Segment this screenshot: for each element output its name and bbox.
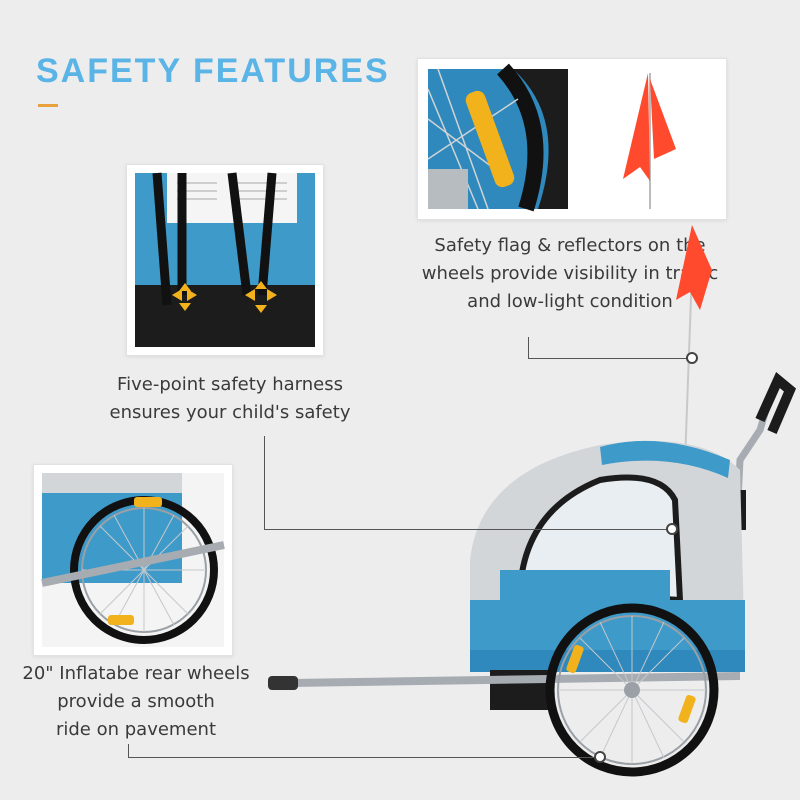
flag-callout-line (528, 337, 529, 359)
reflector-icon (566, 644, 584, 674)
title-accent-bar (38, 104, 58, 107)
safety-flag-icon (676, 225, 712, 310)
page-title: SAFETY FEATURES (36, 52, 390, 90)
caption-line: Safety flag & reflectors on the (434, 235, 706, 256)
flag-callout-line (528, 358, 688, 359)
harness-inset (126, 164, 324, 356)
caption-line: ensures your child's safety (109, 402, 351, 423)
wheels-callout-line (128, 744, 129, 758)
safety-flag-closeup (578, 69, 718, 209)
reflector-icon (465, 90, 515, 188)
harness-caption: Five-point safety harness ensures your c… (95, 371, 365, 427)
wheels-caption: 20" Inflatabe rear wheels provide a smoo… (18, 660, 254, 744)
harness-straps (152, 172, 277, 306)
harness-callout-line (264, 529, 668, 530)
caption-line: Five-point safety harness (117, 374, 343, 395)
caption-line: provide a smooth (57, 691, 215, 712)
caption-line: and low-light condition (467, 291, 673, 312)
trailer-body (470, 440, 745, 710)
callout-dot-icon (594, 751, 606, 763)
safety-flag-icon (623, 73, 676, 181)
caption-line: ride on pavement (55, 719, 217, 740)
caption-line: wheels provide visibility in traffic (421, 263, 719, 284)
wheel-closeup (427, 63, 568, 212)
rear-wheel (545, 603, 719, 777)
harness-callout-line (264, 436, 265, 530)
harness-arrow-icon (172, 281, 277, 313)
reflector-icon (108, 615, 134, 625)
reflector-flag-inset (417, 58, 727, 220)
callout-dot-icon (666, 523, 678, 535)
callout-dot-icon (686, 352, 698, 364)
reflector-icon (134, 497, 162, 507)
flag-caption: Safety flag & reflectors on the wheels p… (405, 232, 735, 316)
wheels-callout-line (128, 757, 596, 758)
wheel-inset (33, 464, 233, 656)
reflector-icon (678, 694, 696, 724)
caption-line: 20" Inflatabe rear wheels (22, 663, 250, 684)
